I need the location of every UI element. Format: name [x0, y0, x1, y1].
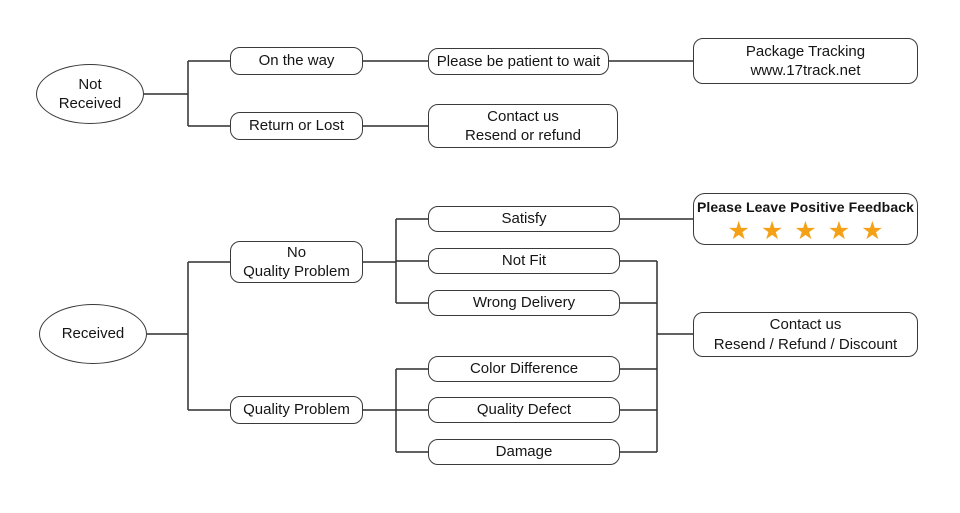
node-positive-feedback: Please Leave Positive Feedback ★★★★★	[693, 193, 918, 245]
node-please-be-patient: Please be patient to wait	[428, 48, 609, 75]
node-quality-defect: Quality Defect	[428, 397, 620, 423]
five-star-rating-icon: ★★★★★	[727, 215, 895, 245]
node-contact-resend-refund: Contact us Resend or refund	[428, 104, 618, 148]
node-return-or-lost: Return or Lost	[230, 112, 363, 140]
node-package-tracking: Package Tracking www.17track.net	[693, 38, 918, 84]
node-not-received: Not Received	[36, 64, 144, 124]
node-not-fit: Not Fit	[428, 248, 620, 274]
node-contact-resend-refund-discount: Contact us Resend / Refund / Discount	[693, 312, 918, 357]
node-color-difference: Color Difference	[428, 356, 620, 382]
node-no-quality-problem: No Quality Problem	[230, 241, 363, 283]
node-satisfy: Satisfy	[428, 206, 620, 232]
node-quality-problem: Quality Problem	[230, 396, 363, 424]
node-wrong-delivery: Wrong Delivery	[428, 290, 620, 316]
node-damage: Damage	[428, 439, 620, 465]
positive-feedback-label: Please Leave Positive Feedback	[696, 199, 914, 215]
node-received: Received	[39, 304, 147, 364]
node-on-the-way: On the way	[230, 47, 363, 75]
